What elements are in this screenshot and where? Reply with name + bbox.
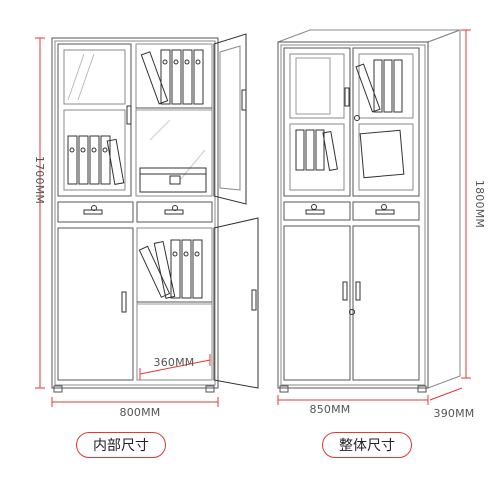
left-upper-open-door [213, 33, 247, 205]
right-lower-left-door [283, 225, 351, 381]
left-lower-open-door [213, 217, 259, 389]
interior-depth-label: 360MM [154, 356, 195, 369]
left-upper-glass-door [57, 43, 132, 197]
right-drawer-right [352, 201, 420, 221]
left-lower-door [57, 227, 134, 381]
interior-width-label: 800MM [120, 406, 161, 419]
inner-safe-box [139, 167, 207, 193]
right-cabinet [277, 29, 461, 393]
interior-size-title: 内部尺寸 [76, 432, 166, 458]
right-upper-left-door [283, 47, 351, 197]
right-drawer-left [283, 201, 351, 221]
overall-size-title: 整体尺寸 [322, 432, 412, 458]
right-upper-right-door [352, 47, 420, 197]
left-cabinet [51, 33, 259, 393]
left-dimensions [35, 37, 219, 407]
left-drawer-right [136, 201, 213, 223]
right-cabinet-frame [277, 41, 429, 389]
right-lower-right-door [352, 225, 420, 381]
interior-height-label: 1700MM [33, 156, 46, 204]
overall-height-label: 1800MM [473, 180, 486, 228]
left-drawer-left [57, 201, 134, 223]
overall-width-label: 850MM [310, 403, 351, 416]
left-cabinet-frame [51, 37, 219, 389]
right-dimensions [277, 29, 471, 405]
overall-depth-label: 390MM [434, 407, 475, 420]
